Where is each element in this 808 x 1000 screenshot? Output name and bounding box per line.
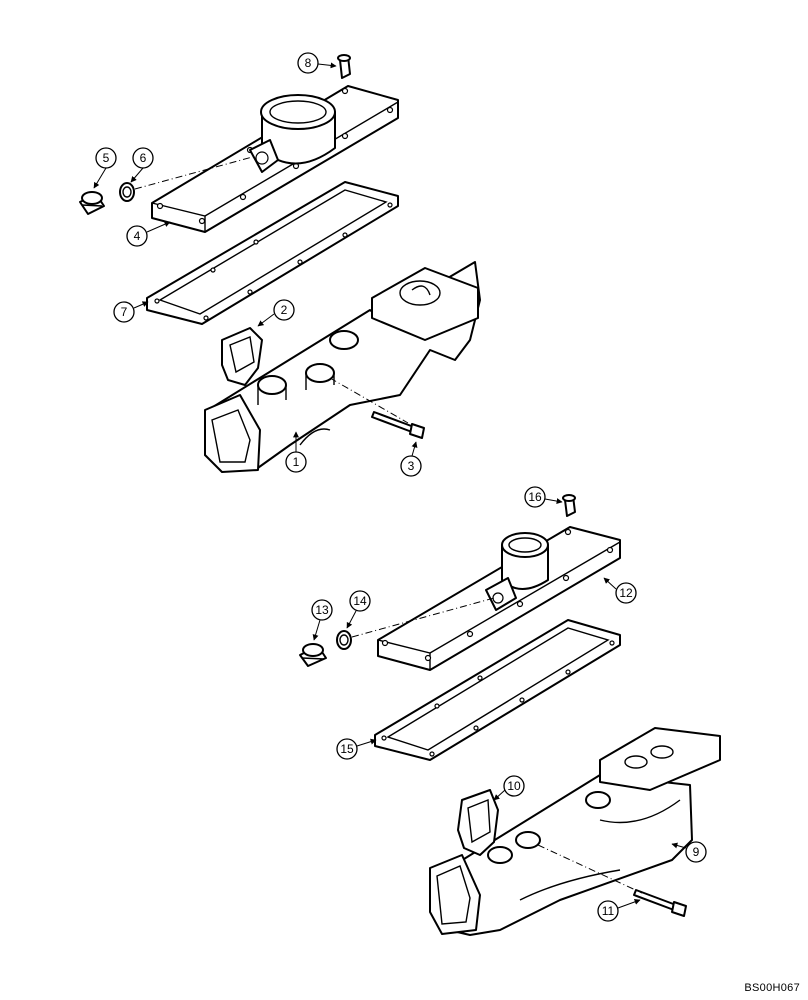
callout-3: 3 bbox=[400, 441, 422, 477]
svg-text:1: 1 bbox=[293, 455, 300, 469]
plug-lower bbox=[299, 643, 327, 667]
callout-9: 9 bbox=[671, 841, 707, 863]
svg-text:8: 8 bbox=[305, 56, 312, 70]
bolt-upper-8 bbox=[337, 54, 351, 79]
svg-text:11: 11 bbox=[602, 904, 615, 918]
svg-text:2: 2 bbox=[281, 303, 288, 317]
callout-4: 4 bbox=[126, 221, 171, 247]
exhaust-manifold-upper bbox=[204, 261, 481, 473]
svg-text:16: 16 bbox=[528, 490, 542, 504]
svg-text:9: 9 bbox=[693, 845, 700, 859]
svg-text:14: 14 bbox=[353, 594, 367, 608]
reference-code: BS00H067 bbox=[744, 982, 800, 994]
callout-6: 6 bbox=[130, 147, 154, 183]
callout-16: 16 bbox=[524, 486, 563, 508]
o-ring-upper bbox=[119, 182, 135, 202]
callout-11: 11 bbox=[597, 899, 641, 922]
callout-12: 12 bbox=[603, 577, 637, 604]
bolt-upper-3 bbox=[371, 411, 425, 439]
callout-15: 15 bbox=[336, 738, 377, 760]
callout-1: 1 bbox=[285, 431, 307, 473]
gasket-upper bbox=[146, 181, 399, 325]
plug-upper bbox=[79, 191, 105, 215]
flange-gasket-lower bbox=[457, 789, 499, 856]
bolt-lower-16 bbox=[562, 494, 576, 517]
callout-13: 13 bbox=[311, 599, 333, 641]
outlet-neck-lower bbox=[485, 532, 549, 611]
svg-text:10: 10 bbox=[507, 779, 521, 793]
callout-10: 10 bbox=[493, 775, 525, 801]
exhaust-manifold-lower bbox=[429, 727, 721, 936]
callout-8: 8 bbox=[297, 52, 337, 74]
svg-text:15: 15 bbox=[340, 742, 354, 756]
svg-text:3: 3 bbox=[408, 459, 415, 473]
svg-text:5: 5 bbox=[103, 151, 110, 165]
svg-text:7: 7 bbox=[121, 305, 128, 319]
callout-2: 2 bbox=[257, 299, 295, 327]
callout-7: 7 bbox=[113, 301, 149, 323]
svg-text:13: 13 bbox=[315, 603, 329, 617]
flange-gasket-upper bbox=[221, 327, 263, 386]
gasket-lower bbox=[374, 619, 621, 761]
outlet-neck-upper bbox=[249, 94, 336, 173]
svg-text:12: 12 bbox=[619, 586, 633, 600]
svg-text:6: 6 bbox=[140, 151, 147, 165]
svg-text:4: 4 bbox=[134, 229, 141, 243]
callout-5: 5 bbox=[93, 147, 117, 189]
callout-14: 14 bbox=[346, 590, 371, 629]
o-ring-lower bbox=[336, 630, 352, 650]
bolt-lower-11 bbox=[633, 889, 687, 917]
